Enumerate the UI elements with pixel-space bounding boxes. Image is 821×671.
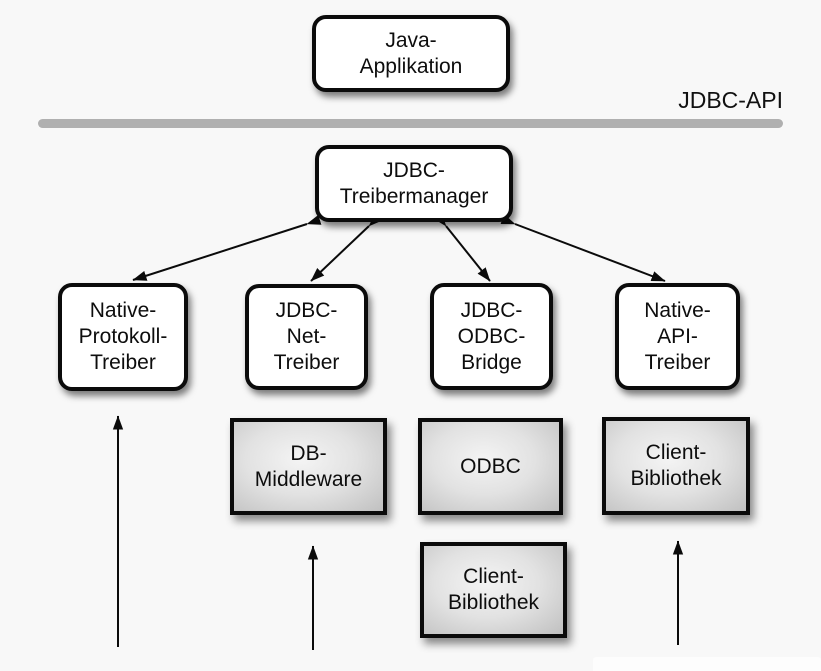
jdbc-api-divider-line bbox=[38, 119, 783, 128]
node-native-protokoll-treiber-label: Native- Protokoll- Treiber bbox=[78, 299, 168, 374]
node-client-bibliothek-odbc: Client- Bibliothek bbox=[420, 542, 567, 638]
jdbc-api-layer-label: JDBC-API bbox=[678, 87, 783, 113]
node-jdbc-odbc-bridge-label: JDBC- ODBC- Bridge bbox=[457, 298, 526, 374]
node-jdbc-net-treiber-label: JDBC- Net- Treiber bbox=[273, 299, 340, 374]
arrow-manager-native-api bbox=[500, 214, 666, 282]
node-java-applikation-label: Java- Applikation bbox=[359, 28, 463, 78]
cutoff-box-top bbox=[593, 657, 821, 671]
node-jdbc-net-treiber: JDBC- Net- Treiber bbox=[245, 284, 368, 390]
node-native-api-treiber: Native- API- Treiber bbox=[615, 283, 740, 390]
node-client-bibliothek-odbc-label: Client- Bibliothek bbox=[447, 565, 540, 614]
node-odbc-label: ODBC bbox=[460, 454, 521, 478]
node-java-applikation: Java- Applikation bbox=[312, 15, 510, 92]
node-db-middleware-label: DB- Middleware bbox=[254, 441, 363, 491]
node-client-bibliothek-api-label: Client- Bibliothek bbox=[630, 441, 722, 490]
node-jdbc-treibermanager-label: JDBC- Treibermanager bbox=[339, 158, 489, 208]
arrow-manager-jdbc-net bbox=[310, 212, 383, 282]
node-native-protokoll-treiber: Native- Protokoll- Treiber bbox=[58, 283, 188, 391]
node-jdbc-treibermanager: JDBC- Treibermanager bbox=[315, 145, 513, 222]
node-jdbc-odbc-bridge: JDBC- ODBC- Bridge bbox=[430, 283, 553, 390]
node-client-bibliothek-api: Client- Bibliothek bbox=[602, 417, 750, 515]
node-odbc: ODBC bbox=[418, 418, 563, 515]
arrow-manager-jdbc-odbc bbox=[433, 212, 491, 282]
node-native-api-treiber-label: Native- API- Treiber bbox=[644, 298, 711, 374]
node-db-middleware: DB- Middleware bbox=[230, 418, 387, 515]
arrow-manager-native-protokoll bbox=[132, 214, 322, 281]
